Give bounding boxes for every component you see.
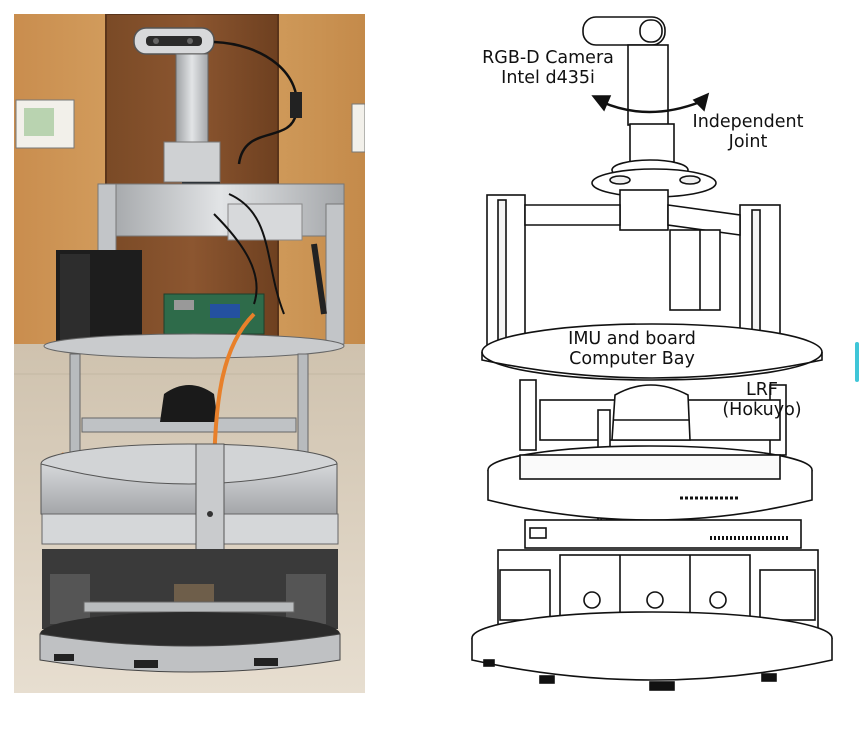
label-camera-line1: RGB-D Camera [482, 48, 614, 68]
rotation-arrow [601, 100, 701, 114]
label-lrf-line2: (Hokuyo) [722, 400, 802, 420]
robot-line-drawing [471, 16, 833, 691]
upper-frame [97, 183, 345, 237]
label-imu-line2: Computer Bay [569, 349, 695, 369]
wall-notice-right [351, 103, 365, 153]
label-joint-line2: Joint [728, 132, 768, 152]
label-joint-line1: Independent [692, 112, 804, 132]
robot-photo [14, 14, 365, 693]
label-camera: RGB-D Camera Intel d435i [438, 48, 658, 88]
label-camera-line2: Intel d435i [501, 68, 595, 88]
mid-plate [43, 333, 345, 359]
label-imu: IMU and board Computer Bay [532, 329, 732, 369]
lidar-sensor [160, 385, 218, 422]
label-lrf-line1: LRF [746, 380, 778, 400]
lrf-drawing [611, 384, 691, 441]
label-joint: Independent Joint [668, 112, 828, 152]
camera-mast [175, 53, 209, 145]
side-accent-tab[interactable] [855, 342, 859, 382]
label-imu-line1: IMU and board [568, 329, 696, 349]
label-lrf: LRF (Hokuyo) [712, 380, 812, 420]
